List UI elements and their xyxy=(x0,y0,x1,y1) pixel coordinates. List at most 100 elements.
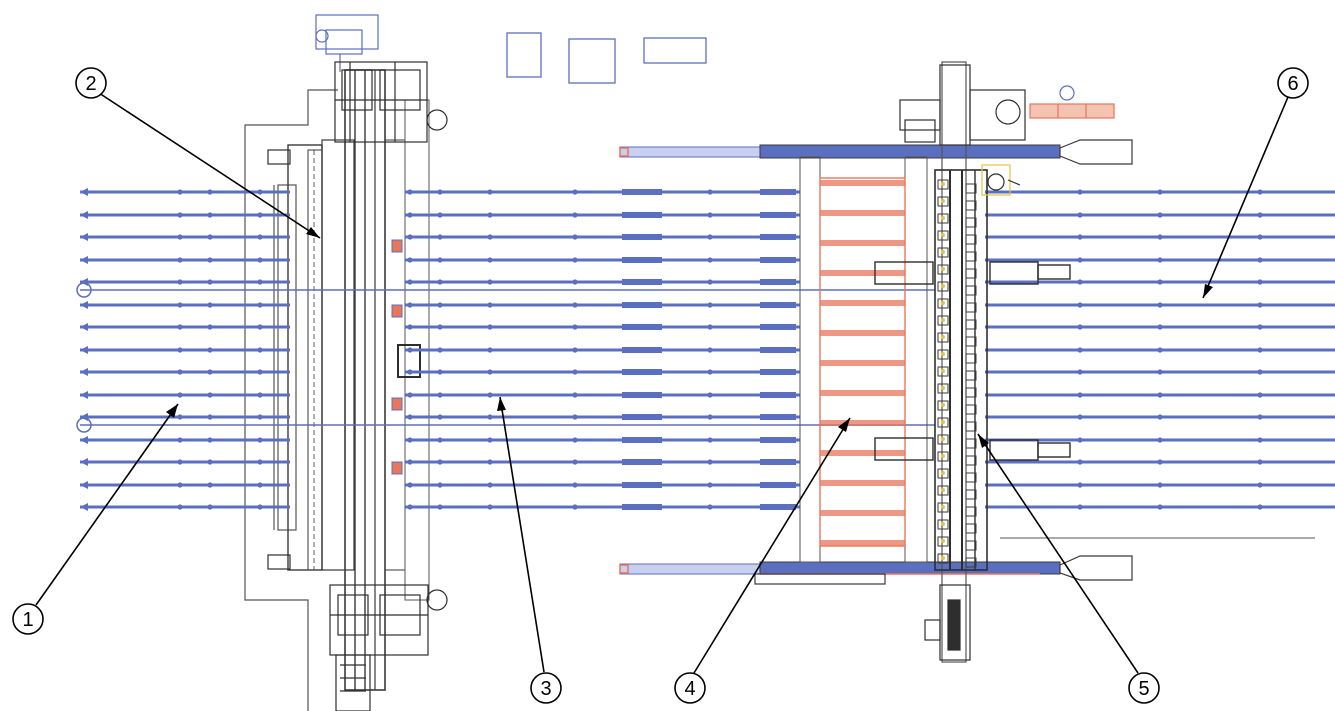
roller-table xyxy=(819,177,906,547)
chain-node xyxy=(777,459,783,465)
chain-node xyxy=(177,369,183,375)
chain-node xyxy=(437,392,443,398)
chain-link xyxy=(965,506,977,517)
chain-node xyxy=(707,369,713,375)
chain-node xyxy=(707,347,713,353)
chain-node xyxy=(437,279,443,285)
chain-node xyxy=(1077,234,1083,240)
callout-1: 1 xyxy=(12,403,179,635)
chain-link xyxy=(965,421,977,432)
chain-node xyxy=(777,437,783,443)
chain-node xyxy=(1257,482,1263,488)
chain-node xyxy=(1157,212,1163,218)
chain-node xyxy=(207,392,213,398)
chain-node xyxy=(777,257,783,263)
chain-node xyxy=(1157,392,1163,398)
right-column-bottom-drive xyxy=(924,584,971,661)
chain-node xyxy=(1257,324,1263,330)
chain-link xyxy=(965,387,977,398)
chain-link xyxy=(965,285,977,296)
roller xyxy=(820,450,905,456)
chain-node xyxy=(177,504,183,510)
chain-node xyxy=(1157,347,1163,353)
chain-node xyxy=(437,459,443,465)
callout-4-label: 4 xyxy=(684,678,695,700)
right-column-chain xyxy=(937,179,977,568)
chain-node xyxy=(777,279,783,285)
chain-node xyxy=(572,459,578,465)
chain-link xyxy=(937,349,949,360)
chain-node xyxy=(257,189,263,195)
chain-node xyxy=(707,504,713,510)
chain-node xyxy=(1157,437,1163,443)
conveyor-row xyxy=(80,503,1335,511)
chain-node xyxy=(177,482,183,488)
chain-node xyxy=(572,347,578,353)
chain-node xyxy=(487,212,493,218)
chain-node xyxy=(647,414,653,420)
chain-node xyxy=(487,437,493,443)
chain-node xyxy=(407,459,413,465)
chain-node xyxy=(572,369,578,375)
chain-node xyxy=(572,212,578,218)
chain-node xyxy=(1257,279,1263,285)
chain-node xyxy=(707,414,713,420)
chain-node xyxy=(1077,212,1083,218)
chain-node xyxy=(257,459,263,465)
chain-node xyxy=(407,302,413,308)
chain-link xyxy=(937,519,949,530)
chain-node xyxy=(177,189,183,195)
chain-node xyxy=(1157,257,1163,263)
chain-node xyxy=(1257,459,1263,465)
conveyor-row xyxy=(80,323,1335,331)
roller xyxy=(820,390,905,396)
chain-node xyxy=(1157,459,1163,465)
chain-node xyxy=(257,279,263,285)
chain-link xyxy=(965,217,977,228)
chain-link xyxy=(965,251,977,262)
chain-node xyxy=(1257,504,1263,510)
chain-node xyxy=(257,482,263,488)
chain-link xyxy=(937,213,949,224)
chain-node xyxy=(177,324,183,330)
chain-link xyxy=(937,230,949,241)
chain-node xyxy=(177,279,183,285)
chain-node xyxy=(647,189,653,195)
chain-node xyxy=(647,212,653,218)
chain-link xyxy=(965,183,977,194)
chain-node xyxy=(777,234,783,240)
chain-node xyxy=(177,212,183,218)
chain-node xyxy=(1157,279,1163,285)
roller xyxy=(820,360,905,366)
chain-node xyxy=(177,347,183,353)
roller xyxy=(820,210,905,216)
chain-node xyxy=(487,504,493,510)
chain-node xyxy=(257,437,263,443)
chain-link xyxy=(937,468,949,479)
chain-node xyxy=(647,392,653,398)
chain-link xyxy=(937,247,949,258)
chain-node xyxy=(1257,302,1263,308)
chain-node xyxy=(1077,504,1083,510)
chain-link xyxy=(937,366,949,377)
chain-node xyxy=(437,324,443,330)
conveyor-row xyxy=(80,278,1335,286)
chain-node xyxy=(1257,347,1263,353)
chain-node xyxy=(487,189,493,195)
chain-node xyxy=(1077,324,1083,330)
chain-node xyxy=(707,459,713,465)
chain-link xyxy=(965,489,977,500)
chain-node xyxy=(572,392,578,398)
roller xyxy=(820,420,905,426)
chain-node xyxy=(1157,414,1163,420)
chain-node xyxy=(777,212,783,218)
roller xyxy=(820,510,905,516)
chain-link xyxy=(937,536,949,547)
chain-link xyxy=(937,383,949,394)
chain-node xyxy=(572,324,578,330)
conveyor-row xyxy=(80,481,1335,489)
left-gantry-markers xyxy=(391,239,403,475)
callout-6-label: 6 xyxy=(1287,73,1298,95)
callout-4: 4 xyxy=(674,417,851,704)
chain-node xyxy=(437,437,443,443)
